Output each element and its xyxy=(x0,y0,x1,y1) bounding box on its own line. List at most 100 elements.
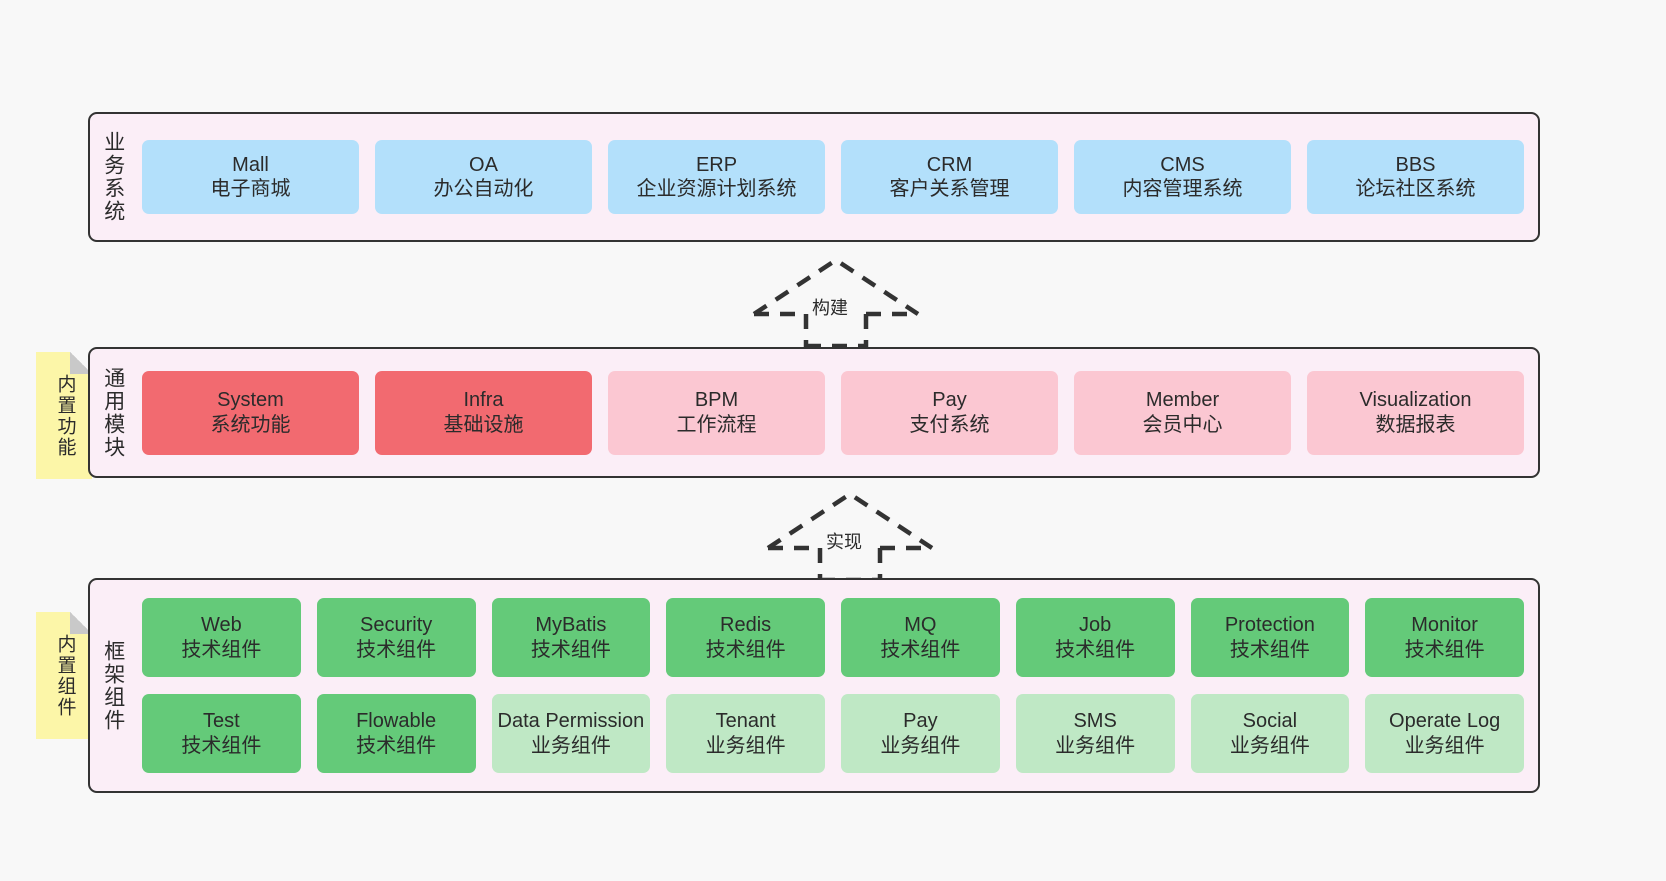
box-visualization[interactable]: Visualization 数据报表 xyxy=(1307,370,1524,455)
layer-title-common-module: 通用模块 xyxy=(101,366,125,459)
sticky-note-label: 内置组件 xyxy=(54,633,76,718)
box-title: Redis xyxy=(720,614,772,637)
box-system[interactable]: System 系统功能 xyxy=(142,370,359,455)
box-title: Data Permission xyxy=(497,710,645,733)
box-social[interactable]: Social 业务组件 xyxy=(1190,694,1350,773)
box-subtitle: 基础设施 xyxy=(443,413,524,436)
box-subtitle: 数据报表 xyxy=(1375,413,1456,436)
box-cms[interactable]: CMS 内容管理系统 xyxy=(1074,140,1291,214)
box-title: Member xyxy=(1145,389,1220,412)
layer-business-system: 业务系统 Mall 电子商城 OA 办公自动化 ERP 企业资源计划系统 CRM… xyxy=(88,112,1540,242)
box-data-permission[interactable]: Data Permission 业务组件 xyxy=(491,694,651,773)
box-title: Pay xyxy=(903,710,938,733)
box-title: ERP xyxy=(695,153,738,176)
box-subtitle: 技术组件 xyxy=(1055,638,1136,661)
box-redis[interactable]: Redis 技术组件 xyxy=(666,598,825,677)
box-title: Social xyxy=(1242,710,1298,733)
box-monitor[interactable]: Monitor 技术组件 xyxy=(1365,598,1524,677)
box-erp[interactable]: ERP 企业资源计划系统 xyxy=(608,140,825,214)
box-row: Web 技术组件 Security 技术组件 MyBatis 技术组件 Redi… xyxy=(142,598,1524,677)
box-subtitle: 业务组件 xyxy=(1404,734,1485,757)
box-oa[interactable]: OA 办公自动化 xyxy=(375,140,592,214)
box-title: CMS xyxy=(1160,153,1205,176)
box-subtitle: 系统功能 xyxy=(210,413,291,436)
arrow-label-build: 构建 xyxy=(812,298,848,318)
box-subtitle: 技术组件 xyxy=(356,734,437,757)
box-subtitle: 业务组件 xyxy=(880,734,961,757)
box-job[interactable]: Job 技术组件 xyxy=(1015,598,1175,677)
box-subtitle: 办公自动化 xyxy=(433,178,534,200)
box-row: Mall 电子商城 OA 办公自动化 ERP 企业资源计划系统 CRM 客户关系… xyxy=(142,140,1524,214)
box-crm[interactable]: CRM 客户关系管理 xyxy=(841,140,1058,214)
box-title: Infra xyxy=(463,389,504,412)
layer-framework-component: 框架组件 Web 技术组件 Security 技术组件 MyBatis 技术组件… xyxy=(88,578,1540,793)
box-bpm[interactable]: BPM 工作流程 xyxy=(608,370,825,455)
box-title: Monitor xyxy=(1411,614,1478,637)
box-title: MQ xyxy=(904,614,937,637)
box-title: Mall xyxy=(232,153,269,176)
box-flowable[interactable]: Flowable 技术组件 xyxy=(316,694,476,773)
box-title: Visualization xyxy=(1359,389,1472,412)
box-title: Flowable xyxy=(356,710,437,733)
box-subtitle: 技术组件 xyxy=(880,638,961,661)
box-title: OA xyxy=(469,153,498,176)
box-bbs[interactable]: BBS 论坛社区系统 xyxy=(1307,140,1524,214)
generalization-arrow-build: 构建 xyxy=(752,257,932,349)
box-subtitle: 业务组件 xyxy=(1055,734,1136,757)
box-subtitle: 内容管理系统 xyxy=(1122,178,1243,200)
box-subtitle: 技术组件 xyxy=(705,638,786,661)
box-subtitle: 技术组件 xyxy=(1404,638,1485,661)
box-member[interactable]: Member 会员中心 xyxy=(1074,370,1291,455)
box-title: MyBatis xyxy=(535,614,607,637)
box-operate-log[interactable]: Operate Log 业务组件 xyxy=(1365,694,1524,773)
box-security[interactable]: Security 技术组件 xyxy=(316,598,476,677)
box-title: Protection xyxy=(1224,614,1315,637)
box-subtitle: 论坛社区系统 xyxy=(1355,178,1476,200)
box-subtitle: 技术组件 xyxy=(530,638,611,661)
layer-title-framework-component: 框架组件 xyxy=(101,639,125,732)
box-sms[interactable]: SMS 业务组件 xyxy=(1015,694,1175,773)
box-title: Tenant xyxy=(715,710,776,733)
sticky-note-builtin-component: 内置组件 xyxy=(36,612,92,739)
sticky-note-builtin-function: 内置功能 xyxy=(36,352,92,479)
layer-title-business-system: 业务系统 xyxy=(101,131,125,223)
box-subtitle: 业务组件 xyxy=(1229,734,1310,757)
layer-common-module: 通用模块 System 系统功能 Infra 基础设施 BPM 工作流程 Pay… xyxy=(88,347,1540,478)
box-subtitle: 技术组件 xyxy=(181,638,262,661)
sticky-note-label: 内置功能 xyxy=(54,373,76,458)
box-title: Test xyxy=(203,710,240,733)
dashed-arrow-icon xyxy=(752,257,920,349)
box-pay[interactable]: Pay 支付系统 xyxy=(841,370,1058,455)
box-row: System 系统功能 Infra 基础设施 BPM 工作流程 Pay 支付系统… xyxy=(142,370,1524,455)
box-title: System xyxy=(217,389,284,412)
box-mq[interactable]: MQ 技术组件 xyxy=(841,598,1000,677)
box-subtitle: 企业资源计划系统 xyxy=(636,178,797,200)
box-row: Test 技术组件 Flowable 技术组件 Data Permission … xyxy=(142,694,1524,773)
layer-body-business-system: Mall 电子商城 OA 办公自动化 ERP 企业资源计划系统 CRM 客户关系… xyxy=(136,114,1538,240)
box-title: Operate Log xyxy=(1389,710,1501,733)
box-title: Pay xyxy=(932,389,967,412)
box-subtitle: 技术组件 xyxy=(1229,638,1310,661)
arrow-label-implement: 实现 xyxy=(826,532,862,552)
box-subtitle: 技术组件 xyxy=(356,638,437,661)
box-mybatis[interactable]: MyBatis 技术组件 xyxy=(491,598,651,677)
box-web[interactable]: Web 技术组件 xyxy=(142,598,301,677)
box-mall[interactable]: Mall 电子商城 xyxy=(142,140,359,214)
generalization-arrow-implement: 实现 xyxy=(766,491,946,583)
box-subtitle: 电子商城 xyxy=(210,178,291,200)
box-infra[interactable]: Infra 基础设施 xyxy=(375,370,592,455)
box-title: CRM xyxy=(926,153,973,176)
box-test[interactable]: Test 技术组件 xyxy=(142,694,301,773)
layer-body-common-module: System 系统功能 Infra 基础设施 BPM 工作流程 Pay 支付系统… xyxy=(136,349,1538,476)
box-tenant[interactable]: Tenant 业务组件 xyxy=(666,694,825,773)
box-title: BPM xyxy=(694,389,739,412)
box-pay-component[interactable]: Pay 业务组件 xyxy=(841,694,1000,773)
box-title: BBS xyxy=(1395,153,1436,176)
box-subtitle: 工作流程 xyxy=(676,413,757,436)
box-subtitle: 支付系统 xyxy=(909,413,990,436)
box-title: SMS xyxy=(1073,710,1117,733)
box-subtitle: 会员中心 xyxy=(1142,413,1223,436)
box-protection[interactable]: Protection 技术组件 xyxy=(1190,598,1350,677)
layer-body-framework-component: Web 技术组件 Security 技术组件 MyBatis 技术组件 Redi… xyxy=(136,580,1538,791)
